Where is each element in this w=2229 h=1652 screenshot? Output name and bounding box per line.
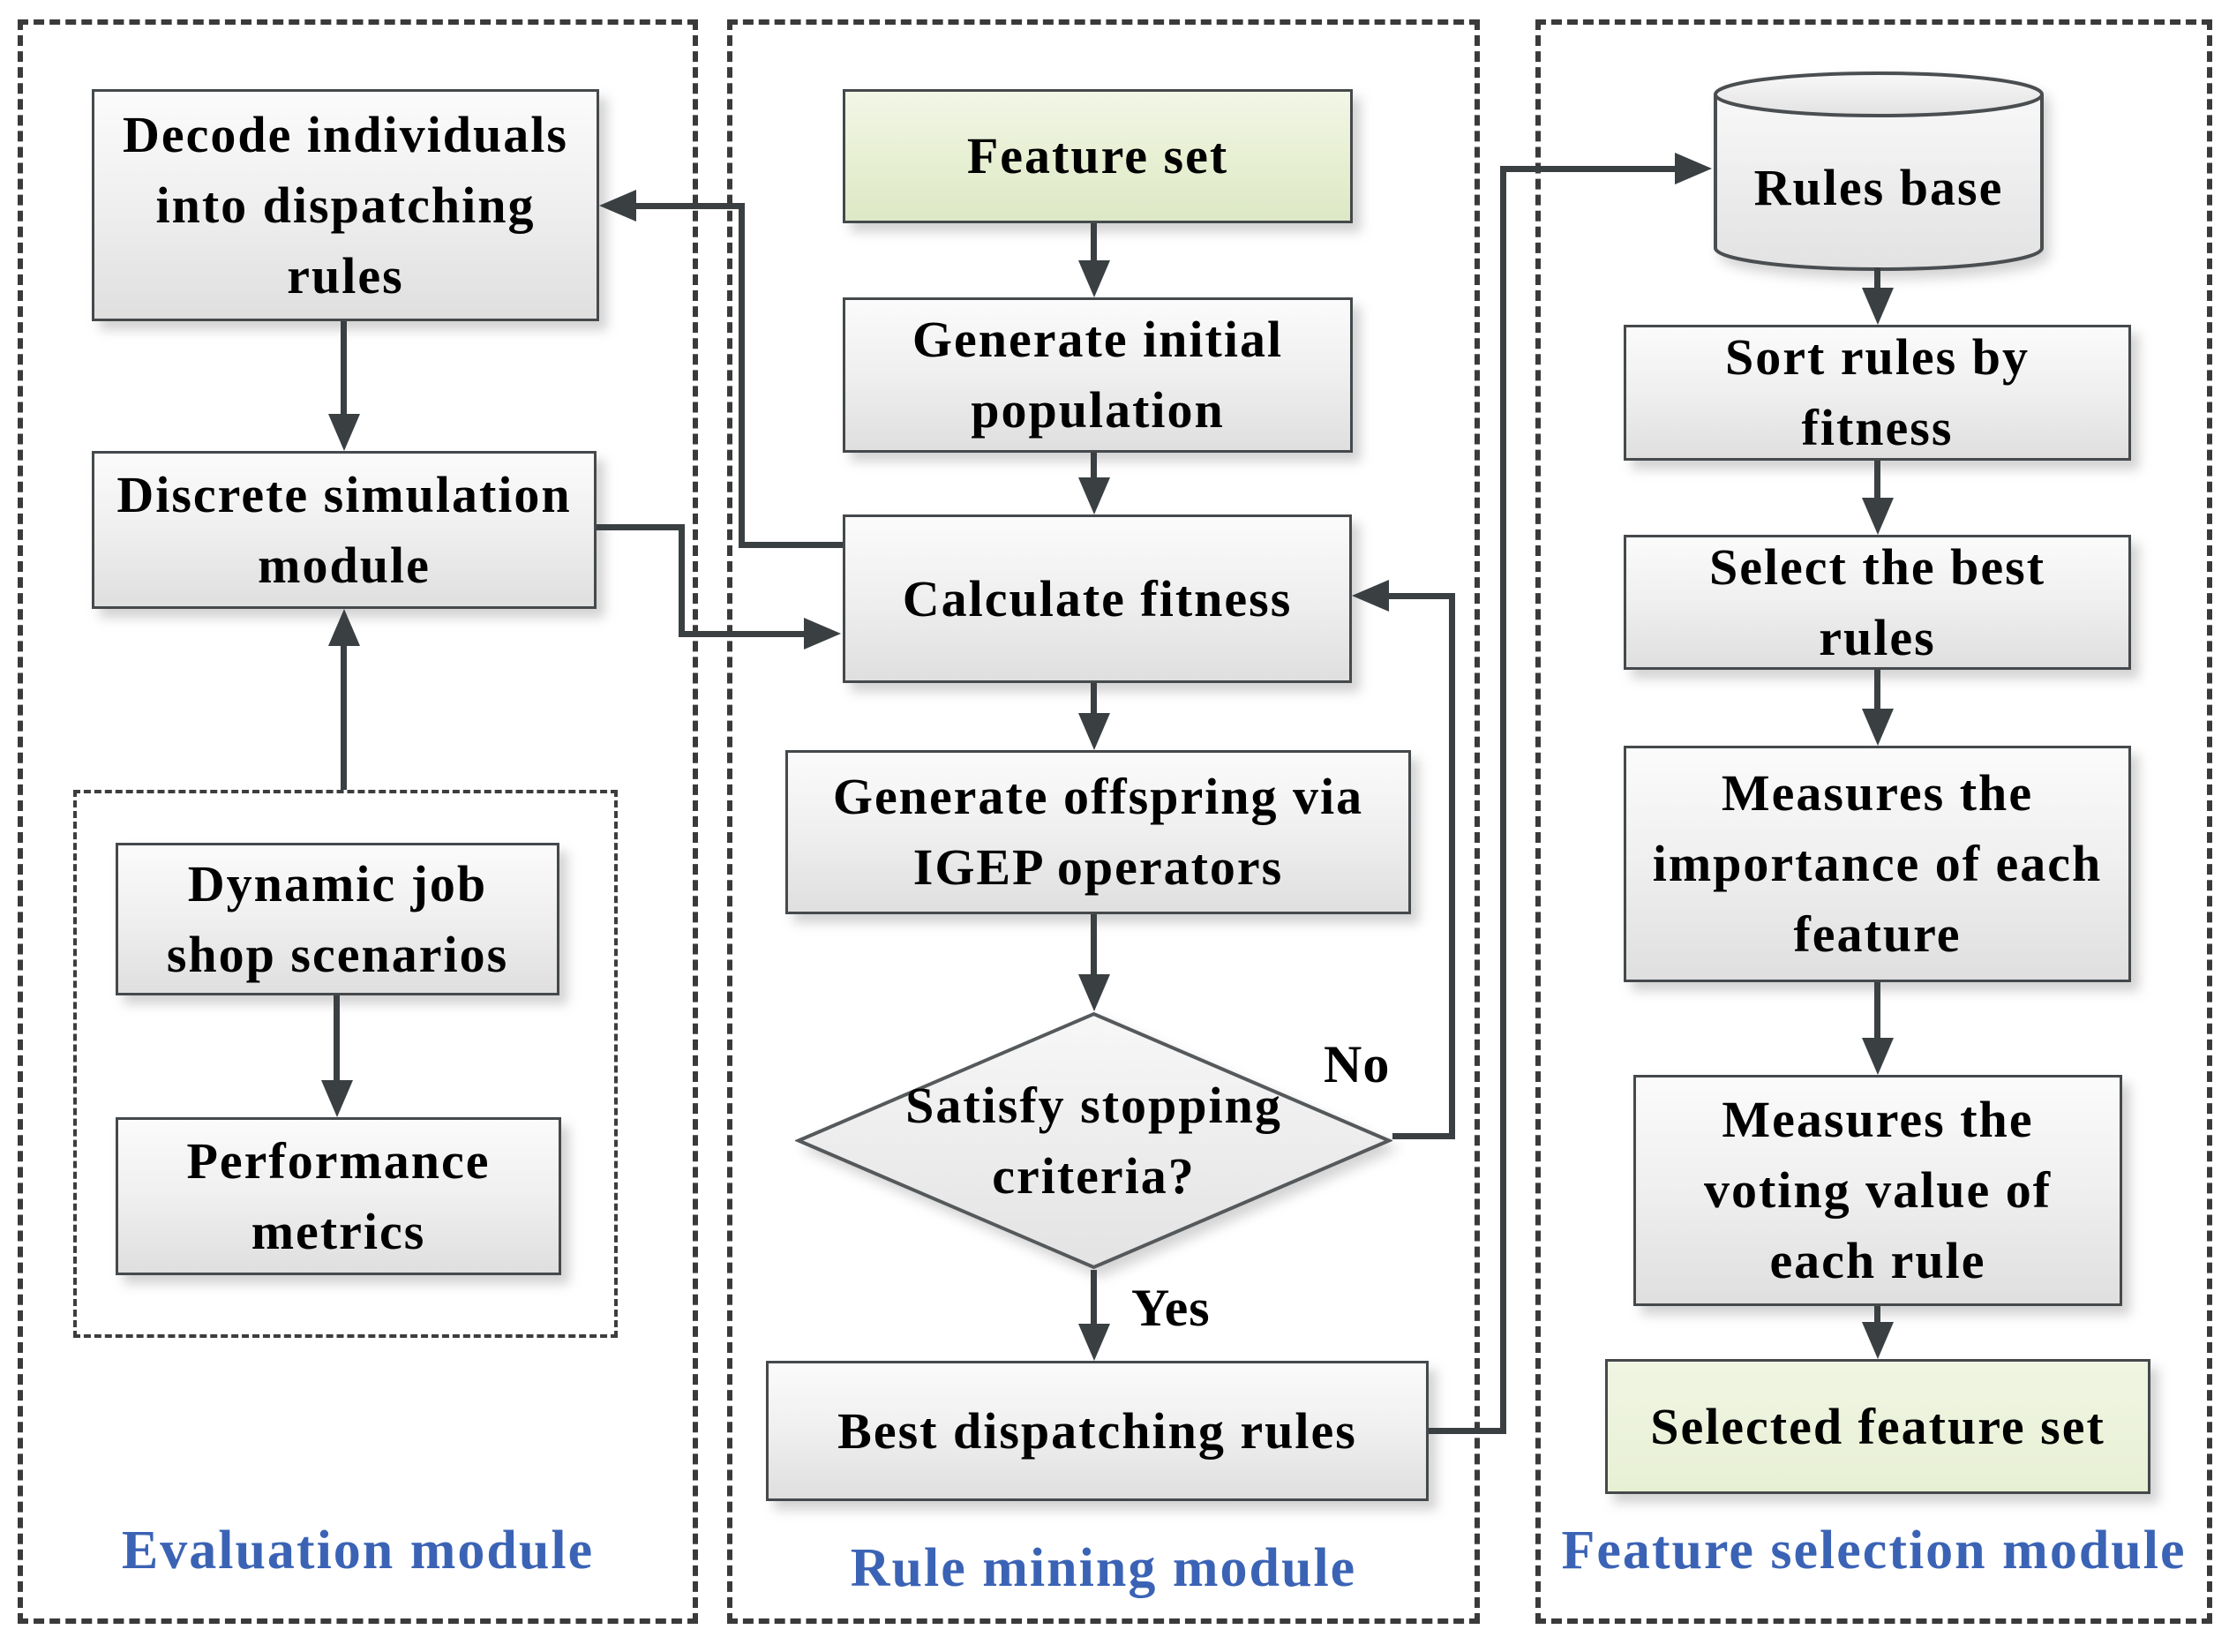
edge-best-to-rulesbase-stub	[1429, 1428, 1506, 1434]
node-feature-set: Feature set	[843, 89, 1353, 223]
edge-label-yes: Yes	[1131, 1279, 1211, 1337]
edge-no-loop-top	[1389, 593, 1455, 599]
arrow-importance-to-voting	[1874, 982, 1880, 1038]
rule-mining-module-label: Rule mining module	[850, 1538, 1357, 1598]
node-discrete-simulation: Discrete simulation module	[92, 451, 597, 609]
arrowhead-importance-to-voting	[1862, 1038, 1894, 1075]
feature-selection-module-frame	[1535, 19, 2212, 1624]
arrow-scenarios-to-discrete	[341, 646, 347, 790]
node-selected-feature-set: Selected feature set	[1605, 1359, 2150, 1494]
evaluation-module-label: Evaluation module	[121, 1521, 595, 1581]
arrowhead-into-calculate-left	[804, 618, 841, 650]
arrowhead-into-rulesbase	[1675, 153, 1712, 184]
arrow-sort-to-select	[1874, 461, 1880, 498]
node-best-dispatching-rules: Best dispatching rules	[766, 1361, 1429, 1501]
node-generate-offspring: Generate offspring via IGEP operators	[785, 750, 1411, 914]
arrow-select-to-importance	[1874, 670, 1880, 709]
arrowhead-into-calculate-right	[1352, 580, 1389, 612]
arrowhead-rulesbase-to-sort	[1862, 288, 1894, 325]
node-measure-voting: Measures the voting value of each rule	[1633, 1075, 2122, 1306]
diamond-shape	[795, 1011, 1392, 1270]
arrow-calculate-to-offspring	[1091, 683, 1097, 713]
edge-best-to-rulesbase-top	[1500, 166, 1677, 172]
diamond-label: Satisfy stopping criteria?	[905, 1076, 1282, 1205]
rules-base-label: Rules base	[1753, 159, 2004, 216]
node-dynamic-job-shop: Dynamic job shop scenarios	[116, 843, 559, 995]
arrow-rulesbase-to-sort	[1874, 267, 1880, 288]
node-performance-metrics: Performance metrics	[116, 1117, 561, 1275]
arrowhead-offspring-to-decision	[1078, 974, 1110, 1011]
arrowhead-sort-to-select	[1862, 498, 1894, 535]
arrow-decode-to-discrete	[341, 321, 347, 414]
node-generate-initial-population: Generate initial population	[843, 297, 1353, 453]
edge-calculate-to-decode-stub	[739, 542, 843, 548]
rule-mining-module-frame	[727, 19, 1480, 1624]
arrowhead-select-to-importance	[1862, 709, 1894, 746]
arrowhead-decision-to-best	[1078, 1324, 1110, 1361]
edge-discrete-to-calculate-run	[679, 631, 806, 637]
arrow-featureset-to-generate	[1091, 223, 1097, 260]
arrowhead-scenarios-to-discrete	[328, 609, 360, 646]
edge-no-loop-riser	[1449, 593, 1455, 1139]
edge-calculate-to-decode-top	[634, 203, 745, 209]
scenario-group-frame	[73, 790, 618, 1338]
edge-discrete-to-calculate-stub	[597, 524, 685, 530]
feature-selection-module-label: Feature selection module	[1561, 1521, 2187, 1581]
arrow-offspring-to-decision	[1091, 914, 1097, 974]
arrowhead-into-decode	[599, 190, 636, 222]
node-select-best-rules: Select the best rules	[1624, 535, 2131, 670]
arrow-dynamic-to-performance	[334, 995, 340, 1080]
arrowhead-generate-to-calculate	[1078, 477, 1110, 514]
node-measure-importance: Measures the importance of each feature	[1624, 746, 2131, 982]
node-decode-individuals: Decode individuals into dispatching rule…	[92, 89, 599, 321]
decision-satisfy-stopping-criteria: Satisfy stopping criteria?	[795, 1011, 1392, 1270]
arrow-decision-to-best	[1091, 1270, 1097, 1324]
node-rules-base-cylinder: Rules base	[1712, 71, 2045, 274]
arrowhead-featureset-to-generate	[1078, 260, 1110, 297]
edge-label-no: No	[1324, 1035, 1391, 1093]
arrow-generate-to-calculate	[1091, 453, 1097, 477]
arrowhead-dynamic-to-performance	[321, 1080, 353, 1117]
arrowhead-decode-to-discrete	[328, 414, 360, 451]
cylinder-top	[1714, 71, 2044, 117]
edge-no-loop-bottom	[1392, 1133, 1455, 1139]
evaluation-module-frame	[18, 19, 698, 1624]
node-sort-rules: Sort rules by fitness	[1624, 325, 2131, 461]
edge-calculate-to-decode-riser	[739, 203, 745, 548]
arrowhead-voting-to-selected	[1862, 1322, 1894, 1359]
node-calculate-fitness: Calculate fitness	[843, 514, 1352, 683]
arrowhead-calculate-to-offspring	[1078, 713, 1110, 750]
arrow-voting-to-selected	[1874, 1306, 1880, 1322]
edge-best-to-rulesbase-riser	[1500, 166, 1506, 1434]
edge-discrete-to-calculate-drop	[679, 524, 685, 637]
